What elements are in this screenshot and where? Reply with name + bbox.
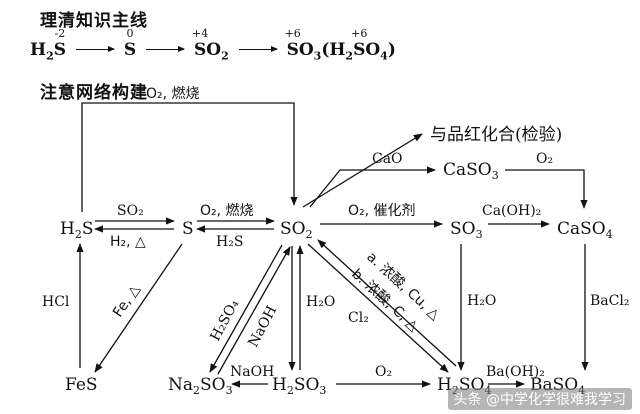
watermark: 头条 @中学化学很难我学习 — [447, 388, 632, 410]
arrow-h2s-to-so2-burn — [81, 102, 298, 212]
arrow-so2-to-na2so3 — [209, 244, 283, 373]
node-caso3: CaSO3 — [443, 160, 499, 182]
node-caso4: CaSO4 — [557, 219, 613, 241]
chain-arrow — [146, 46, 186, 52]
node-na2so3: Na2SO3 — [168, 375, 233, 397]
label-bacl2: BaCl₂ — [590, 293, 629, 309]
label-o2-burn-mid: O₂, 燃烧 — [200, 202, 254, 219]
label-fe-delta: Fe, △ — [110, 282, 143, 321]
arrow-h2so4-to-so2 — [317, 239, 457, 367]
label-so2-on-arrow: SO₂ — [117, 203, 144, 219]
node-s: S — [182, 219, 194, 239]
node-so2: SO2 — [280, 219, 313, 241]
arrow-na2so3-to-so2 — [217, 246, 291, 375]
label-o2-catalyst: O₂, 催化剂 — [348, 203, 416, 219]
node-so3: SO3 — [450, 219, 483, 241]
label-o2-bottom: O₂ — [375, 364, 392, 380]
label-o2-burn-top: O₂, 燃烧 — [146, 85, 200, 102]
label-cao: CaO — [372, 151, 403, 167]
node-h2s: H2S — [60, 219, 93, 241]
node-h2so3: H2SO3 — [272, 375, 326, 397]
node-pinhong-test: 与品红化合(检验) — [430, 125, 562, 145]
label-h2s-back: H₂S — [216, 234, 243, 250]
arrow-so2-to-h2so4 — [307, 243, 449, 373]
chain-arrow — [238, 46, 278, 52]
label-baoh2: Ba(OH)₂ — [486, 364, 545, 380]
chain-h2s: H2S-2 — [30, 27, 66, 63]
node-fes: FeS — [65, 375, 98, 395]
label-hcl: HCl — [42, 294, 70, 310]
arrow-so2-to-caso3 — [309, 166, 436, 208]
label-o2-right: O₂ — [536, 151, 553, 167]
section-heading-network: 注意网络构建 — [40, 83, 148, 103]
arrow-s-to-fes — [94, 243, 183, 373]
arrow-caso3-to-caso4 — [505, 169, 588, 209]
label-caoh2: Ca(OH)₂ — [482, 203, 541, 219]
label-h2o-right: H₂O — [467, 293, 496, 309]
label-h2o-mid: H₂O — [306, 294, 335, 310]
label-h2so4-diag: H₂SO₄ — [207, 297, 242, 344]
chain-arrow — [75, 46, 115, 52]
label-cl2: Cl₂ — [348, 310, 369, 326]
label-h2-delta: H₂, △ — [110, 234, 146, 250]
label-naoh-diag: NaOH — [245, 303, 280, 350]
label-naoh-bottom: NaOH — [230, 364, 274, 380]
section-heading-main-line: 理清知识主线 — [40, 11, 148, 31]
